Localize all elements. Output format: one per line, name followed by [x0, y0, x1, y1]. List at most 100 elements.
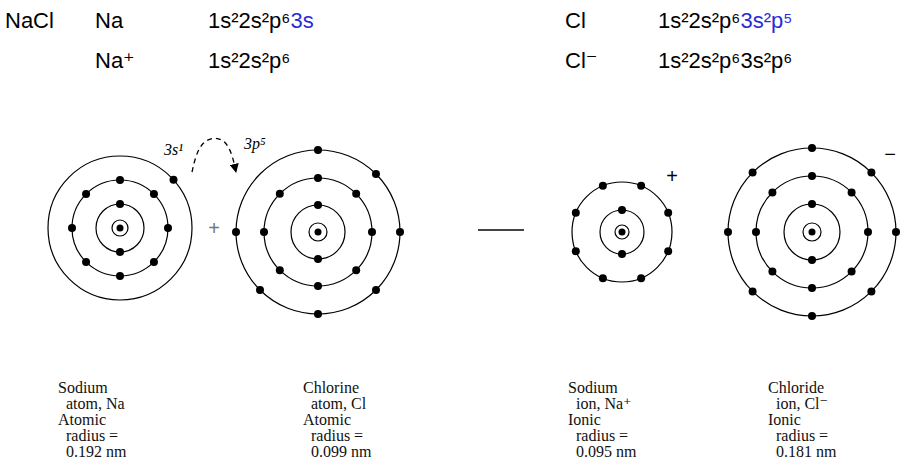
electron — [749, 169, 757, 177]
electron — [749, 287, 757, 295]
electron — [664, 209, 672, 217]
electron — [150, 258, 158, 266]
electron — [82, 190, 90, 198]
atom-name: Chlorine atom, Cl — [303, 380, 374, 412]
electron — [724, 228, 732, 236]
electron — [664, 247, 672, 255]
nucleus-ring — [309, 223, 327, 241]
electron-shell — [784, 204, 840, 260]
electron-shell — [96, 204, 144, 252]
electron — [572, 247, 580, 255]
nucleus — [117, 225, 124, 232]
electron-configuration: 1s²2s²p⁶3s²p⁶ — [658, 48, 792, 74]
formula: NaCl — [5, 8, 54, 34]
nucleus — [619, 229, 626, 236]
electron — [848, 268, 856, 276]
element-symbol: Na — [95, 8, 123, 34]
electron — [352, 266, 360, 274]
electron — [82, 258, 90, 266]
electron — [808, 312, 816, 320]
electron — [116, 272, 124, 280]
electron — [752, 228, 760, 236]
electron — [864, 228, 872, 236]
electron — [372, 170, 380, 178]
electron — [848, 188, 856, 196]
nucleus — [315, 229, 322, 236]
atom-name: Sodium ion, Na⁺ — [568, 380, 639, 412]
electron — [867, 169, 875, 177]
bohr-model — [48, 156, 192, 300]
electron — [260, 228, 268, 236]
radius-value: Ionic radius = 0.181 nm — [768, 412, 839, 460]
electron-configuration: 1s²2s²p⁶ — [208, 48, 290, 74]
electron — [867, 287, 875, 295]
electron — [232, 228, 240, 236]
plus-sign: + — [208, 216, 220, 240]
electron — [352, 190, 360, 198]
electron — [618, 206, 626, 214]
ion-symbol: Na⁺ — [95, 48, 135, 74]
electron-shell — [600, 210, 644, 254]
electron — [276, 266, 284, 274]
electron — [599, 274, 607, 282]
atom-caption: Chloride ion, Cl⁻Ionic radius = 0.181 nm — [768, 380, 839, 460]
electron-shell — [291, 205, 345, 259]
atom-name: Chloride ion, Cl⁻ — [768, 380, 839, 412]
atom-caption: Sodium atom, NaAtomic radius = 0.192 nm — [58, 380, 129, 460]
electron — [256, 286, 264, 294]
nucleus — [809, 229, 816, 236]
electron — [768, 268, 776, 276]
bohr-model — [728, 148, 896, 316]
electron-shell — [728, 148, 896, 316]
electron — [808, 256, 816, 264]
electron — [808, 284, 816, 292]
atom-model: Chloride ion, Cl⁻Ionic radius = 0.181 nm — [728, 148, 896, 316]
electron — [372, 286, 380, 294]
electron-shell — [48, 156, 192, 300]
ion-symbol: Cl⁻ — [565, 48, 597, 74]
atom-caption: Sodium ion, Na⁺Ionic radius = 0.095 nm — [568, 380, 639, 460]
electron — [808, 172, 816, 180]
atom-caption: Chlorine atom, ClAtomic radius = 0.099 n… — [303, 380, 374, 460]
electron — [599, 182, 607, 190]
electron-shell — [756, 176, 868, 288]
electron — [618, 250, 626, 258]
electron-configuration: 1s²2s²p⁶ — [658, 8, 740, 34]
bohr-model — [572, 182, 672, 282]
electron — [314, 201, 322, 209]
radius-value: Atomic radius = 0.192 nm — [58, 412, 129, 460]
reaction-line — [478, 229, 524, 231]
electron — [314, 282, 322, 290]
electron — [150, 190, 158, 198]
electron — [116, 176, 124, 184]
electron — [116, 248, 124, 256]
atom-model: Sodium ion, Na⁺Ionic radius = 0.095 nm — [572, 182, 672, 282]
electron — [314, 310, 322, 318]
nucleus-ring — [615, 225, 629, 239]
charge-sign: + — [666, 164, 678, 188]
electron-shell — [72, 180, 168, 276]
atom-name: Sodium atom, Na — [58, 380, 129, 412]
electron — [808, 144, 816, 152]
electron — [892, 228, 900, 236]
electron — [170, 176, 178, 184]
bohr-model — [236, 150, 400, 314]
electron — [314, 255, 322, 263]
orbital-label: 3p⁵ — [244, 134, 266, 153]
electron — [768, 188, 776, 196]
electron — [68, 224, 76, 232]
electron — [116, 200, 124, 208]
electron — [637, 274, 645, 282]
electron — [637, 182, 645, 190]
valence-configuration: 3s — [290, 8, 313, 34]
atom-model: Sodium atom, NaAtomic radius = 0.192 nm — [48, 156, 192, 300]
electron-shell — [264, 178, 372, 286]
electron-configuration: 1s²2s²p⁶ — [208, 8, 290, 34]
electron-shell — [572, 182, 672, 282]
electron-transfer-arrow — [192, 138, 236, 172]
electron — [368, 228, 376, 236]
electron — [164, 224, 172, 232]
radius-value: Atomic radius = 0.099 nm — [303, 412, 374, 460]
electron — [314, 146, 322, 154]
